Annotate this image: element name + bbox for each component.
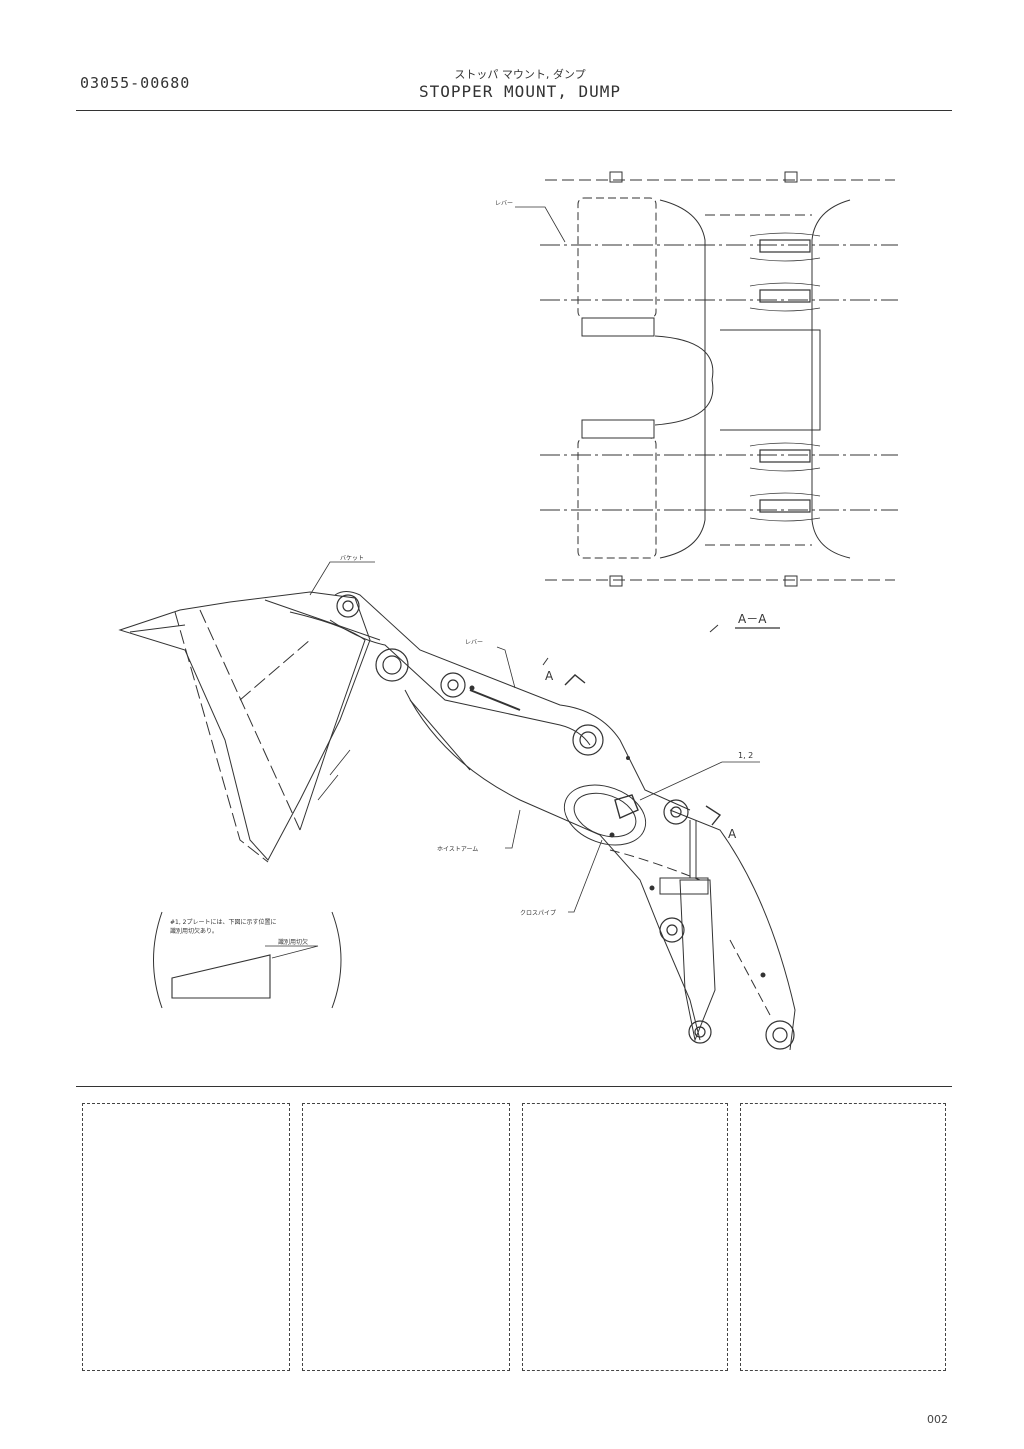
section-mark-lower: A <box>728 827 737 841</box>
section-mark-upper: A <box>545 669 554 683</box>
parts-frame-3 <box>522 1103 728 1371</box>
section-view-label: A－A <box>738 612 767 626</box>
parts-frame-4 <box>740 1103 946 1371</box>
title-japanese: ストッパ マウント, ダンプ <box>454 68 586 81</box>
label-notch: 識別用切欠 <box>278 938 308 946</box>
note-line-1: #1, 2プレートには、下図に示す位置に <box>170 918 276 926</box>
page-number: 002 <box>927 1413 948 1426</box>
main-assembly-view <box>118 561 796 1051</box>
note-line-2: 識別用切欠あり。 <box>170 927 218 935</box>
part-number: 03055-00680 <box>80 74 191 92</box>
note-detail <box>153 911 342 1009</box>
header-rule <box>76 110 952 111</box>
label-hoist-arm: ホイストアーム <box>437 846 478 853</box>
item-reference: 1, 2 <box>738 751 753 760</box>
label-cross-pipe: クロスパイプ <box>520 910 556 917</box>
label-bucket: バケット <box>340 555 364 562</box>
label-lever-section: レバー <box>495 200 513 207</box>
section-view-a-a <box>515 171 898 587</box>
parts-frame-1 <box>82 1103 290 1371</box>
parts-frame-2 <box>302 1103 510 1371</box>
title-english: STOPPER MOUNT, DUMP <box>418 82 622 101</box>
label-lever: レバー <box>465 639 483 646</box>
footer-rule <box>76 1086 952 1087</box>
